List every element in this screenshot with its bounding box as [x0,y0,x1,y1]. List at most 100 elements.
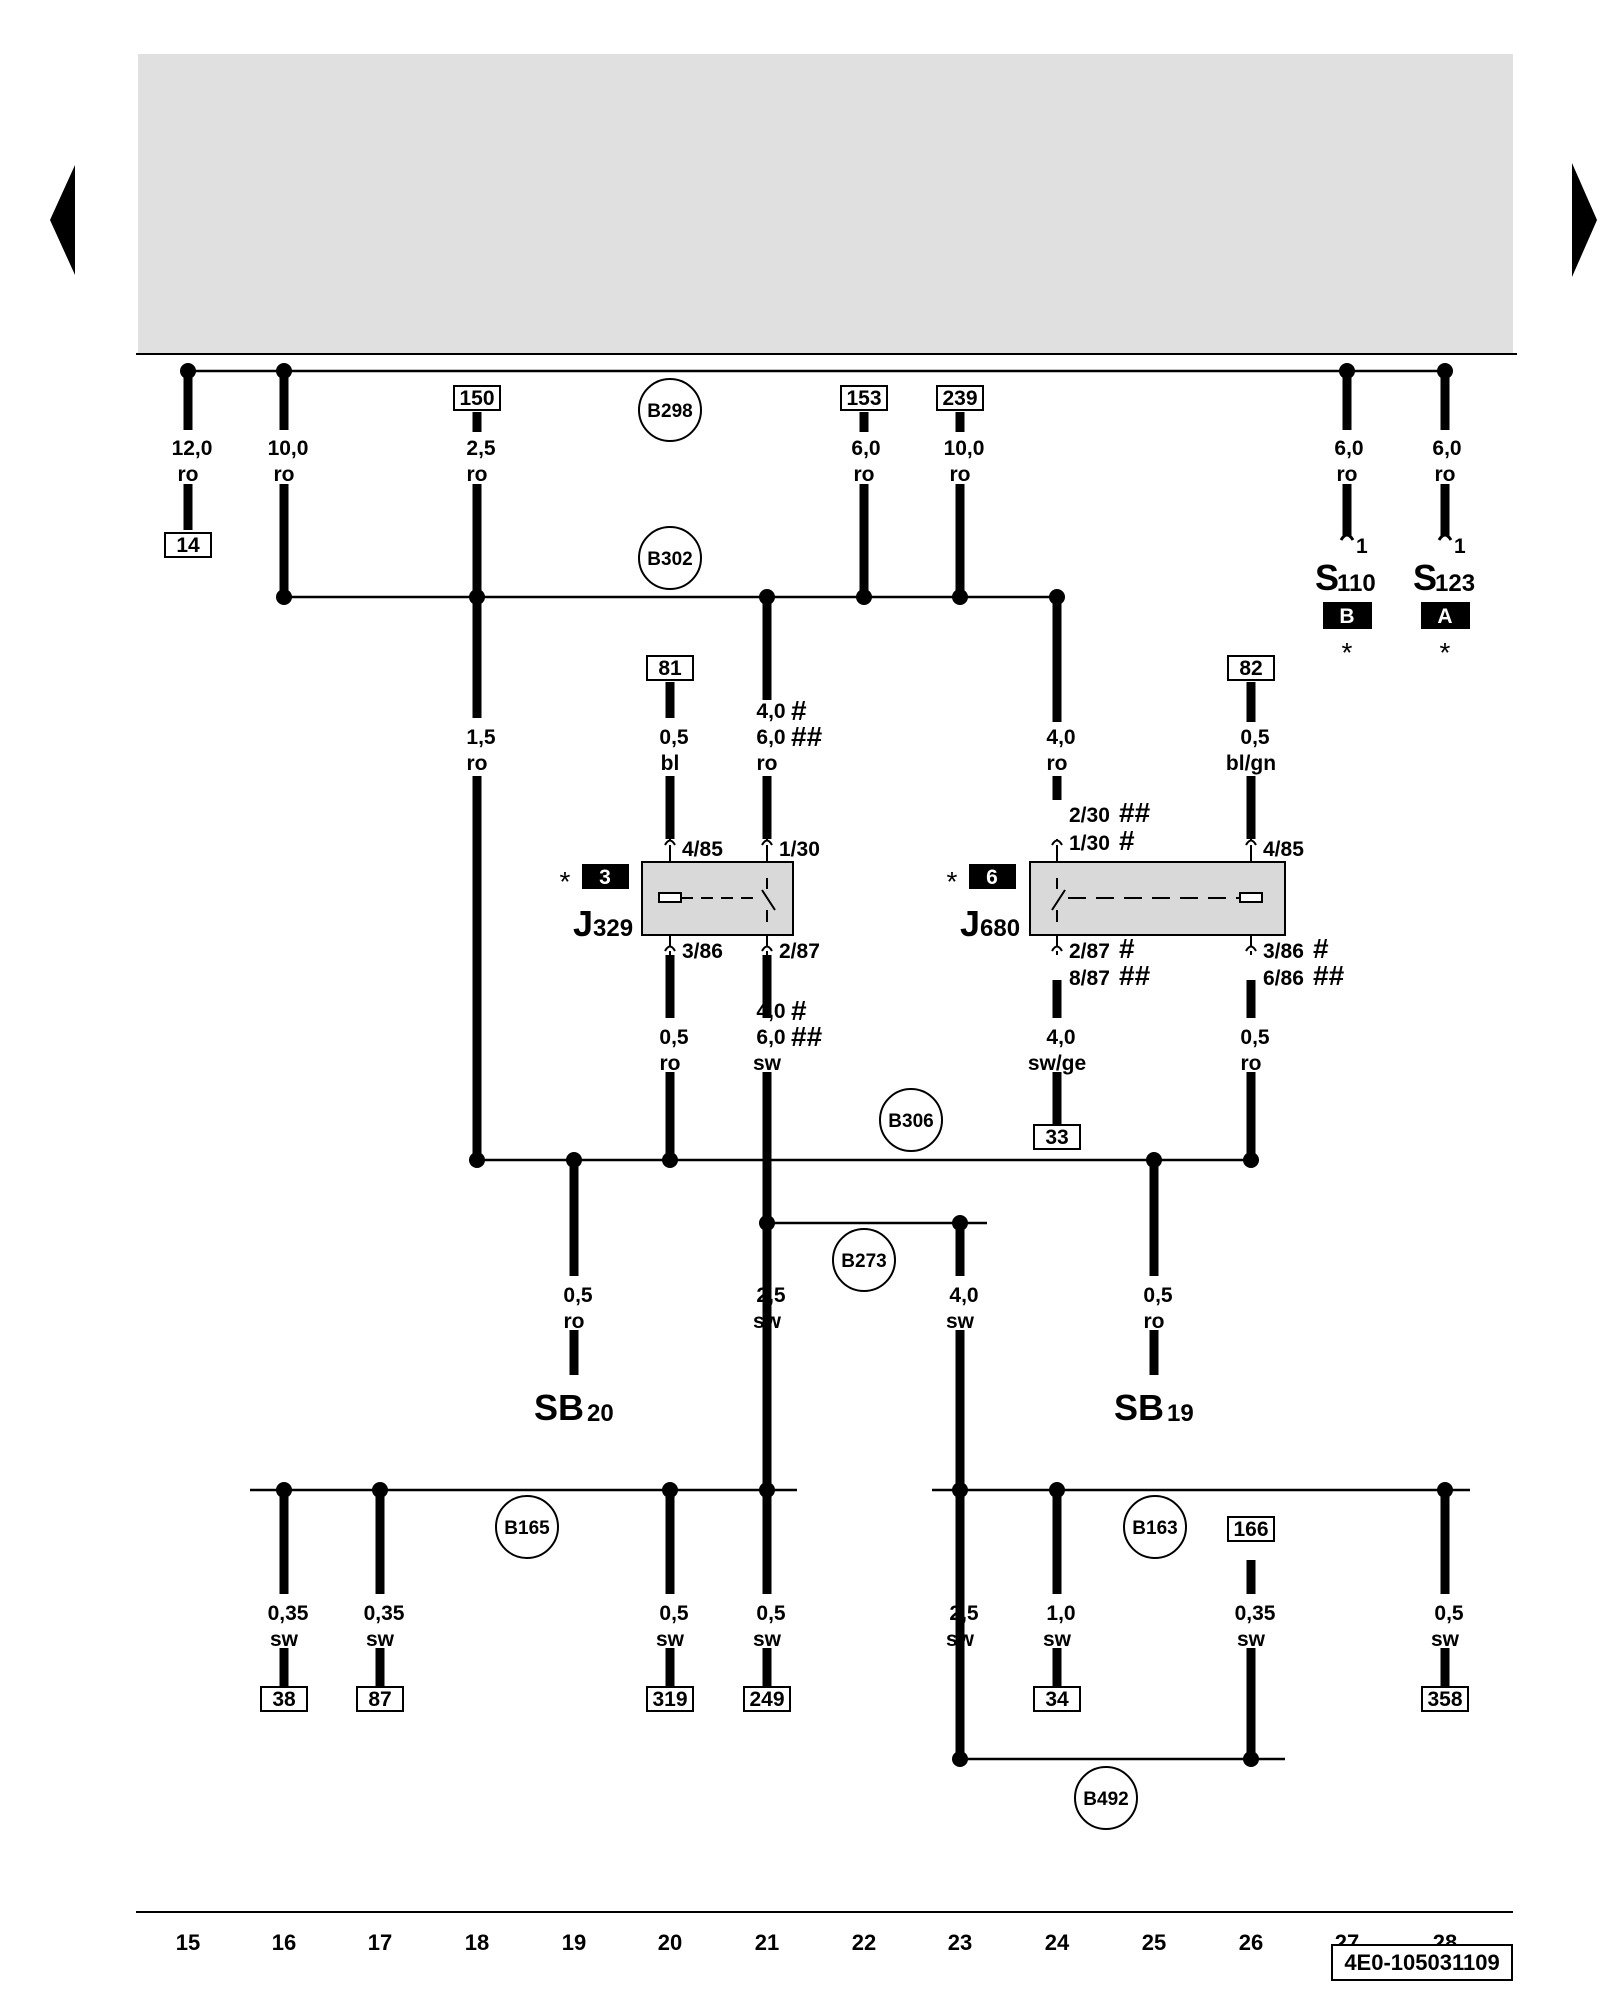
marker-double: ## [1119,960,1151,991]
pin-label: 2/30 [1069,804,1110,827]
wire-size-label: 1,5 [466,726,496,749]
wire-size-label: 2,5 [949,1602,979,1625]
column-number: 19 [562,1930,586,1955]
column-number: 22 [852,1930,876,1955]
ground-letter: SB [1114,1387,1164,1428]
ref-box-label: 33 [1045,1126,1068,1149]
footnote-star: * [560,866,571,897]
ref-box-label: 82 [1239,657,1262,680]
wire-size-label: 12,0 [172,437,213,460]
fuse-tag: A [1437,605,1452,628]
wire-size-label: 6,0 [756,726,785,749]
ref-box: 34 [1033,1686,1081,1712]
wire-color-label: sw [753,1628,782,1651]
pin-label: 1/30 [1069,832,1110,855]
fuse-tag: B [1339,605,1354,628]
ground-number: 20 [587,1400,614,1427]
pin-label: 3/86 [682,940,723,963]
footnote-star: * [1440,637,1451,668]
wire-color-label: sw [366,1628,395,1651]
splice-label: B163 [1132,1518,1177,1539]
column-number: 23 [948,1930,972,1955]
ref-box-label: 150 [459,387,494,410]
fuse-letter: S [1315,557,1339,598]
wire-size-label: 0,35 [364,1602,405,1625]
wire-size-label: 4,0 [1046,1026,1075,1049]
wire-color-label: ro [1337,463,1358,486]
ground-number: 19 [1167,1400,1194,1427]
relay-number: 680 [980,915,1020,942]
wire-color-label: sw [656,1628,685,1651]
fuse-s110: 1 S 110 B * [1315,533,1376,668]
wire-color-label: ro [854,463,875,486]
wire-size-label: 6,0 [756,1026,785,1049]
arrow-left-icon[interactable] [50,165,75,275]
wire-color-label: ro [1144,1310,1165,1333]
marker-single: # [791,995,807,1026]
pin-label: 2/87 [779,940,820,963]
document-code-text: 4E0-105031109 [1344,1950,1499,1975]
wire-size-label: 10,0 [944,437,985,460]
ref-box-label: 239 [942,387,977,410]
footnote-star: * [947,866,958,897]
splice-b163: B163 [1123,1495,1187,1559]
wire-size-label: 0,5 [756,1602,786,1625]
splice-label: B306 [888,1111,933,1132]
wire-size-label: 0,5 [1240,1026,1270,1049]
splice-label: B165 [504,1518,550,1539]
wire-color-label: bl/gn [1226,752,1276,775]
pin-label: 6/86 [1263,967,1304,990]
column-number: 21 [755,1930,779,1955]
ref-box-label: 358 [1427,1688,1462,1711]
pin-label: 4/85 [682,838,723,861]
ref-box-label: 81 [658,657,682,680]
column-number: 26 [1239,1930,1263,1955]
splice-label: B302 [647,549,692,570]
wire-size-label: 0,5 [659,1026,689,1049]
splice-b306: B306 [879,1088,943,1152]
arrow-right-icon[interactable] [1572,163,1597,277]
column-number: 16 [272,1930,296,1955]
relay-letter: J [960,903,980,944]
wire-color-label: sw [946,1310,975,1333]
fuse-number: 110 [1337,570,1376,597]
wire-size-label: 2,5 [756,1284,786,1307]
wire-color-label: sw [1431,1628,1460,1651]
ref-box: 82 [1227,655,1275,681]
ref-box: 87 [356,1686,404,1712]
ground-letter: SB [534,1387,584,1428]
column-number: 17 [368,1930,392,1955]
wire-size-label: 0,5 [1240,726,1270,749]
fuse-number: 123 [1435,570,1475,597]
wire-color-label: ro [660,1052,681,1075]
ref-box: 38 [260,1686,308,1712]
splice-b492: B492 [1074,1766,1138,1830]
wire-size-label: 4,0 [1046,726,1075,749]
wire-color-label: sw [946,1628,975,1651]
splice-b165: B165 [495,1495,559,1559]
fuse-pin: 1 [1356,535,1368,558]
wire-color-label: sw [1237,1628,1266,1651]
ref-box-label: 87 [368,1688,391,1711]
splice-b298: B298 [638,378,702,442]
wire-size-label: 0,35 [268,1602,309,1625]
wire-color-label: ro [1435,463,1456,486]
ref-box-label: 153 [846,387,881,410]
ground-sb20: SB 20 [534,1387,614,1428]
wire-labels: 12,0 ro 10,0 ro 2,5 ro 6,0 ro 10,0 ro 6,… [172,437,1464,1651]
wire-color-label: ro [178,463,199,486]
relay-j680: 2/30 1/30 4/85 2/87 8/87 3/86 6/86 * 6 J… [947,804,1305,990]
ref-box-label: 319 [652,1688,687,1711]
wire-color-label: ro [467,463,488,486]
pin-label: 4/85 [1263,838,1304,861]
relay-letter: J [573,903,593,944]
column-number: 24 [1045,1930,1070,1955]
marker-single: # [791,695,807,726]
ref-box-label: 14 [176,534,200,557]
splice-label: B273 [841,1251,886,1272]
variant-markers: # ## # ## ## # # ## # ## [791,695,1345,1052]
wire-size-label: 6,0 [1334,437,1363,460]
ref-box: 166 [1227,1516,1275,1542]
marker-double: ## [791,1021,823,1052]
relay-slot: 3 [599,866,611,889]
